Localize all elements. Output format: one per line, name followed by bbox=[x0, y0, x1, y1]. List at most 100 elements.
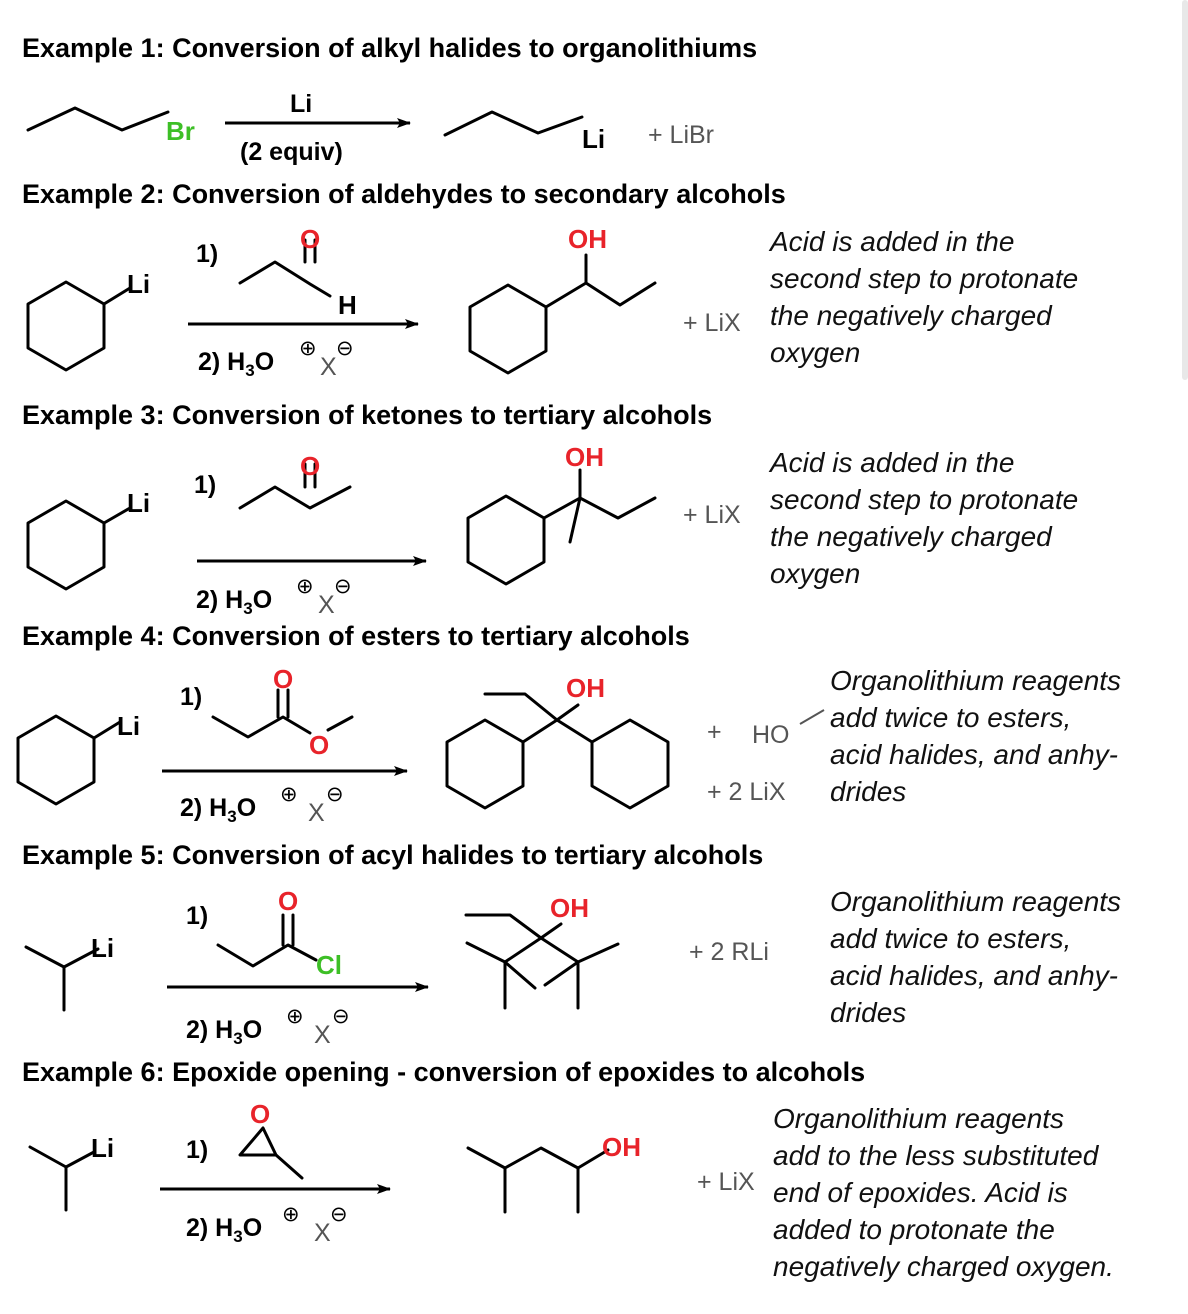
note-line-2: second step to protonate bbox=[770, 484, 1078, 515]
oxygen-label: O bbox=[300, 451, 320, 481]
step-2-label: 2) H3O bbox=[198, 348, 274, 380]
note-line-3: the negatively charged bbox=[770, 521, 1053, 552]
c-li-bond bbox=[92, 720, 122, 740]
hydroxyl-label: OH bbox=[568, 224, 607, 254]
byproduct-lix: + LiX bbox=[683, 501, 741, 529]
hydroxyl-label: OH bbox=[550, 893, 589, 923]
minus-charge: ⊖ bbox=[334, 574, 352, 598]
product-side-chain bbox=[542, 496, 657, 520]
hydroxyl-label: OH bbox=[565, 442, 604, 472]
cyclohexane-reactant bbox=[26, 280, 106, 372]
propanal-chain bbox=[238, 260, 332, 298]
oxygen-label: O bbox=[278, 886, 298, 916]
minus-charge: ⊖ bbox=[332, 1004, 350, 1028]
example-4: Example 4: Conversion of esters to terti… bbox=[16, 621, 1121, 827]
isopropyl-reactant bbox=[24, 945, 100, 969]
example-2-heading: Example 2: Conversion of aldehydes to se… bbox=[22, 179, 786, 209]
methyl-bond bbox=[568, 496, 582, 544]
note-line-1: Acid is added in the bbox=[768, 226, 1014, 257]
note-line-1: Acid is added in the bbox=[768, 447, 1014, 478]
byproduct-lix: + LiX bbox=[683, 309, 741, 337]
note-line-2: add to the less substituted bbox=[773, 1140, 1100, 1171]
lithium-label: Li bbox=[127, 269, 150, 299]
chlorine-label: Cl bbox=[316, 950, 342, 980]
central-carbon-bonds bbox=[521, 718, 594, 744]
step-2-label: 2) H3O bbox=[180, 794, 256, 826]
byproduct-lix: + LiX bbox=[697, 1168, 755, 1196]
note-line-3: the negatively charged bbox=[770, 300, 1053, 331]
butyl-chain-reactant bbox=[26, 106, 170, 132]
byproduct-lix: + 2 LiX bbox=[707, 778, 786, 806]
example-2: Example 2: Conversion of aldehydes to se… bbox=[22, 179, 1078, 381]
minus-charge: ⊖ bbox=[336, 336, 354, 360]
plus-charge: ⊕ bbox=[282, 1202, 300, 1226]
note-line-1: Organolithium reagents bbox=[830, 886, 1121, 917]
methoxy-bond bbox=[326, 715, 354, 732]
step-2-label: 2) H3O bbox=[186, 1016, 262, 1048]
lithium-label: Li bbox=[117, 711, 140, 741]
step-2-label: 2) H3O bbox=[196, 586, 272, 618]
byproduct-methoxide: HO bbox=[752, 721, 790, 749]
note-line-1: Organolithium reagents bbox=[830, 665, 1121, 696]
c-li-bond bbox=[102, 506, 132, 525]
methoxide-methyl-bond bbox=[799, 709, 825, 725]
step-1-label: 1) bbox=[186, 1136, 208, 1164]
note-line-2: add twice to esters, bbox=[830, 702, 1071, 733]
ethyl-group bbox=[464, 913, 543, 940]
c-oh-bond bbox=[539, 922, 563, 940]
reagent-equiv: (2 equiv) bbox=[240, 138, 343, 166]
counter-ion: X bbox=[318, 591, 335, 619]
oxygen-label: O bbox=[273, 664, 293, 694]
epoxide-oxygen-label: O bbox=[250, 1099, 270, 1129]
note-line-3: acid halides, and anhy- bbox=[830, 960, 1118, 991]
example-6-heading: Example 6: Epoxide opening - conversion … bbox=[22, 1057, 865, 1087]
butyl-chain-product bbox=[443, 110, 584, 137]
note-line-2: second step to protonate bbox=[770, 263, 1078, 294]
lithium-label: Li bbox=[127, 488, 150, 518]
byproduct-rli: + 2 RLi bbox=[689, 938, 769, 966]
note-line-2: add twice to esters, bbox=[830, 923, 1071, 954]
plus-charge: ⊕ bbox=[280, 782, 298, 806]
step-1-label: 1) bbox=[194, 471, 216, 499]
cyclohexane-reactant bbox=[16, 714, 96, 806]
cyclohexane-product bbox=[466, 494, 546, 586]
example-6: Example 6: Epoxide opening - conversion … bbox=[22, 1057, 1114, 1282]
plus-charge: ⊕ bbox=[286, 1004, 304, 1028]
counter-ion: X bbox=[314, 1021, 331, 1049]
ester-oxygen-label: O bbox=[309, 730, 329, 760]
epoxide-ring bbox=[238, 1126, 278, 1157]
plus-charge: ⊕ bbox=[296, 574, 314, 598]
byproduct-plus: + bbox=[707, 718, 722, 746]
acyl-chloride-chain bbox=[216, 943, 318, 968]
isopropyl-reactant bbox=[28, 1145, 96, 1169]
c-li-bond bbox=[102, 286, 132, 306]
byproduct-libr: + LiBr bbox=[648, 121, 714, 149]
step-2-label: 2) H3O bbox=[186, 1214, 262, 1246]
left-isopropyl-bond bbox=[503, 936, 543, 964]
vertical-scrollbar[interactable] bbox=[1182, 0, 1188, 380]
note-line-4: drides bbox=[830, 776, 906, 807]
note-line-4: oxygen bbox=[770, 337, 860, 368]
note-line-3: end of epoxides. Acid is bbox=[773, 1177, 1068, 1208]
example-3: Example 3: Conversion of ketones to tert… bbox=[22, 400, 1078, 619]
hydrogen-label: H bbox=[338, 290, 357, 320]
step-1-label: 1) bbox=[196, 240, 218, 268]
right-isopropyl-bond bbox=[539, 936, 580, 964]
product-side-chain bbox=[544, 281, 657, 309]
note-line-4: added to protonate the bbox=[773, 1214, 1055, 1245]
c-oh-bond bbox=[555, 703, 580, 722]
note-line-4: drides bbox=[830, 997, 906, 1028]
plus-charge: ⊕ bbox=[299, 336, 317, 360]
product-chain bbox=[466, 1146, 610, 1170]
minus-charge: ⊖ bbox=[330, 1202, 348, 1226]
step-1-label: 1) bbox=[180, 683, 202, 711]
butanone-chain bbox=[238, 485, 352, 510]
hydroxyl-label: OH bbox=[566, 673, 605, 703]
counter-ion: X bbox=[320, 353, 337, 381]
oxygen-label: O bbox=[300, 224, 320, 254]
note-line-4: oxygen bbox=[770, 558, 860, 589]
note-line-3: acid halides, and anhy- bbox=[830, 739, 1118, 770]
example-5-heading: Example 5: Conversion of acyl halides to… bbox=[22, 840, 763, 870]
ethyl-group bbox=[483, 692, 559, 722]
